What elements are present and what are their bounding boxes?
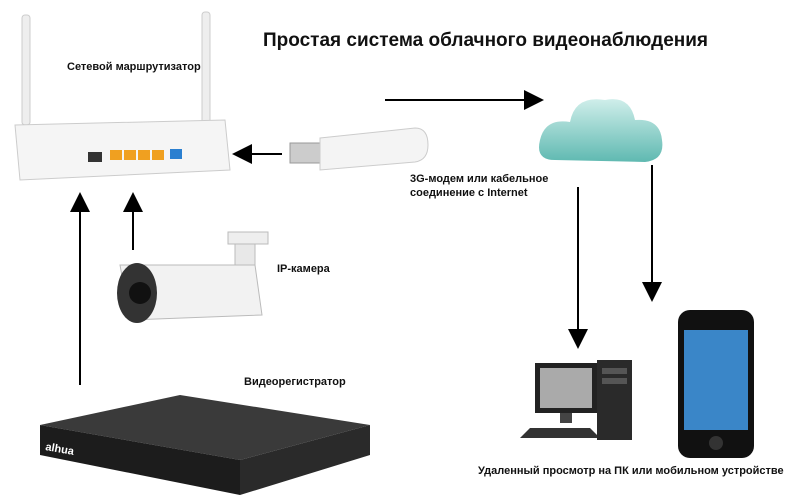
smartphone-icon	[678, 310, 754, 458]
router-icon	[14, 11, 231, 181]
arrows	[70, 90, 662, 385]
remote-view-label: Удаленный просмотр на ПК или мобильном у…	[478, 465, 784, 477]
diagram-title: Простая система облачного видеонаблюдени…	[263, 30, 709, 51]
modem-label-line2: соединение с Internet	[410, 187, 528, 199]
dvr-label: Видеорегистратор	[244, 376, 346, 388]
camera-label: IP-камера	[277, 263, 330, 275]
desktop-pc-icon	[520, 360, 632, 440]
cloud-icon	[539, 99, 663, 162]
router-label: Сетевой маршрутизатор	[67, 61, 201, 73]
dvr-icon: alhua	[40, 395, 370, 495]
modem-label-line1: 3G-модем или кабельное	[410, 173, 549, 185]
usb-modem-icon	[289, 127, 429, 171]
ip-camera-icon	[117, 231, 269, 323]
dvr-brand-logo: alhua	[44, 441, 75, 458]
